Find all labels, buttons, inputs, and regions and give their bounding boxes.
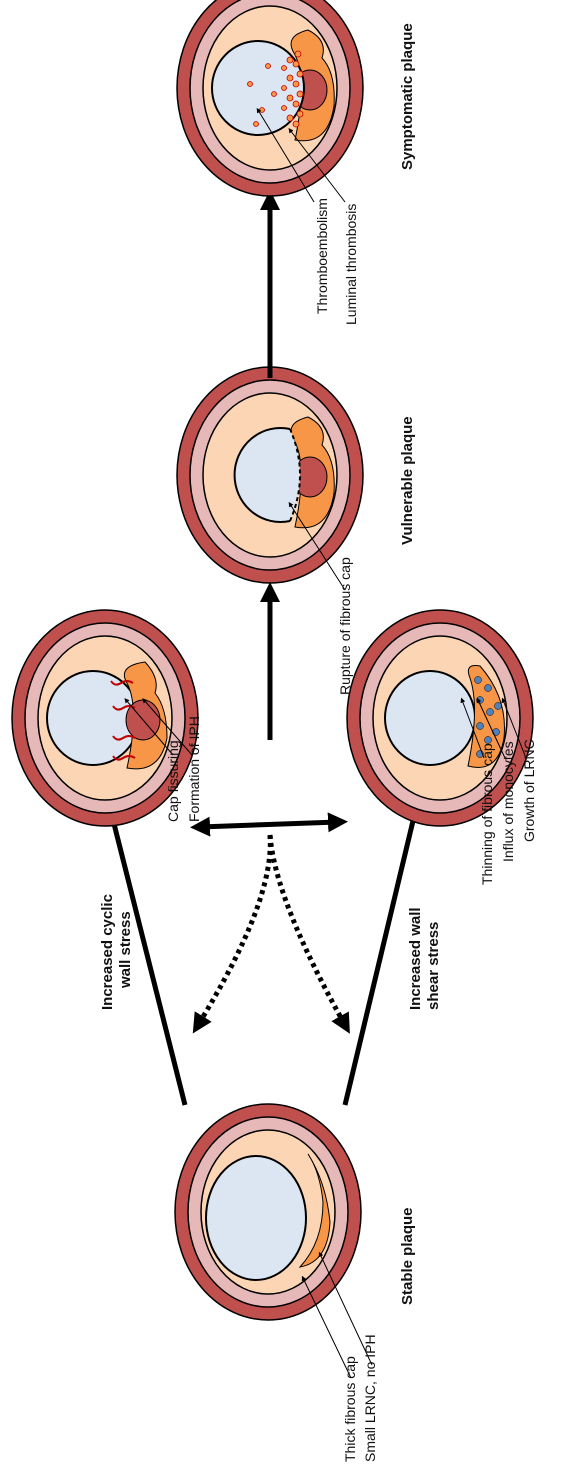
shear-title-line2: shear stress	[425, 922, 442, 1010]
cyclic-note-2: Formation of IPH	[186, 716, 202, 822]
cyclic-title-line2: wall stress	[117, 911, 134, 989]
stable-plaque-vessel	[175, 1104, 361, 1320]
vulnerable-note-1: Rupture of fibrous cap	[337, 557, 353, 695]
cyclic-note-1: Cap fissuring	[165, 740, 181, 822]
lumen	[385, 671, 475, 765]
lumen	[47, 671, 139, 765]
stable-plaque-title: Stable plaque	[399, 1207, 416, 1305]
cyclic-title-line1: Increased cyclic	[99, 894, 116, 1010]
stable-note-2: Small LRNC, no IPH	[362, 1334, 378, 1462]
vulnerable-plaque-title: Vulnerable plaque	[399, 416, 416, 545]
symptomatic-note-1: Thromboembolism	[314, 198, 330, 314]
symptomatic-plaque-title: Symptomatic plaque	[399, 23, 416, 170]
symptomatic-note-2: Luminal thrombosis	[343, 204, 359, 325]
dotted-arrow-lower	[270, 835, 345, 1025]
shear-note-1: Thinning of fibrous cap	[479, 743, 495, 885]
vulnerable-plaque-vessel	[177, 367, 363, 583]
dotted-arrow-upper	[198, 835, 270, 1025]
shear-title-line1: Increased wall	[407, 907, 424, 1010]
stable-note-1: Thick fibrous cap	[342, 1356, 358, 1462]
symptomatic-plaque-vessel	[177, 0, 363, 196]
shear-note-3: Growth of LRNC	[521, 739, 537, 842]
double-arrow-cyclic-shear	[200, 822, 338, 827]
shear-note-2: Influx of monocytes	[500, 741, 516, 862]
lumen	[206, 1156, 306, 1280]
